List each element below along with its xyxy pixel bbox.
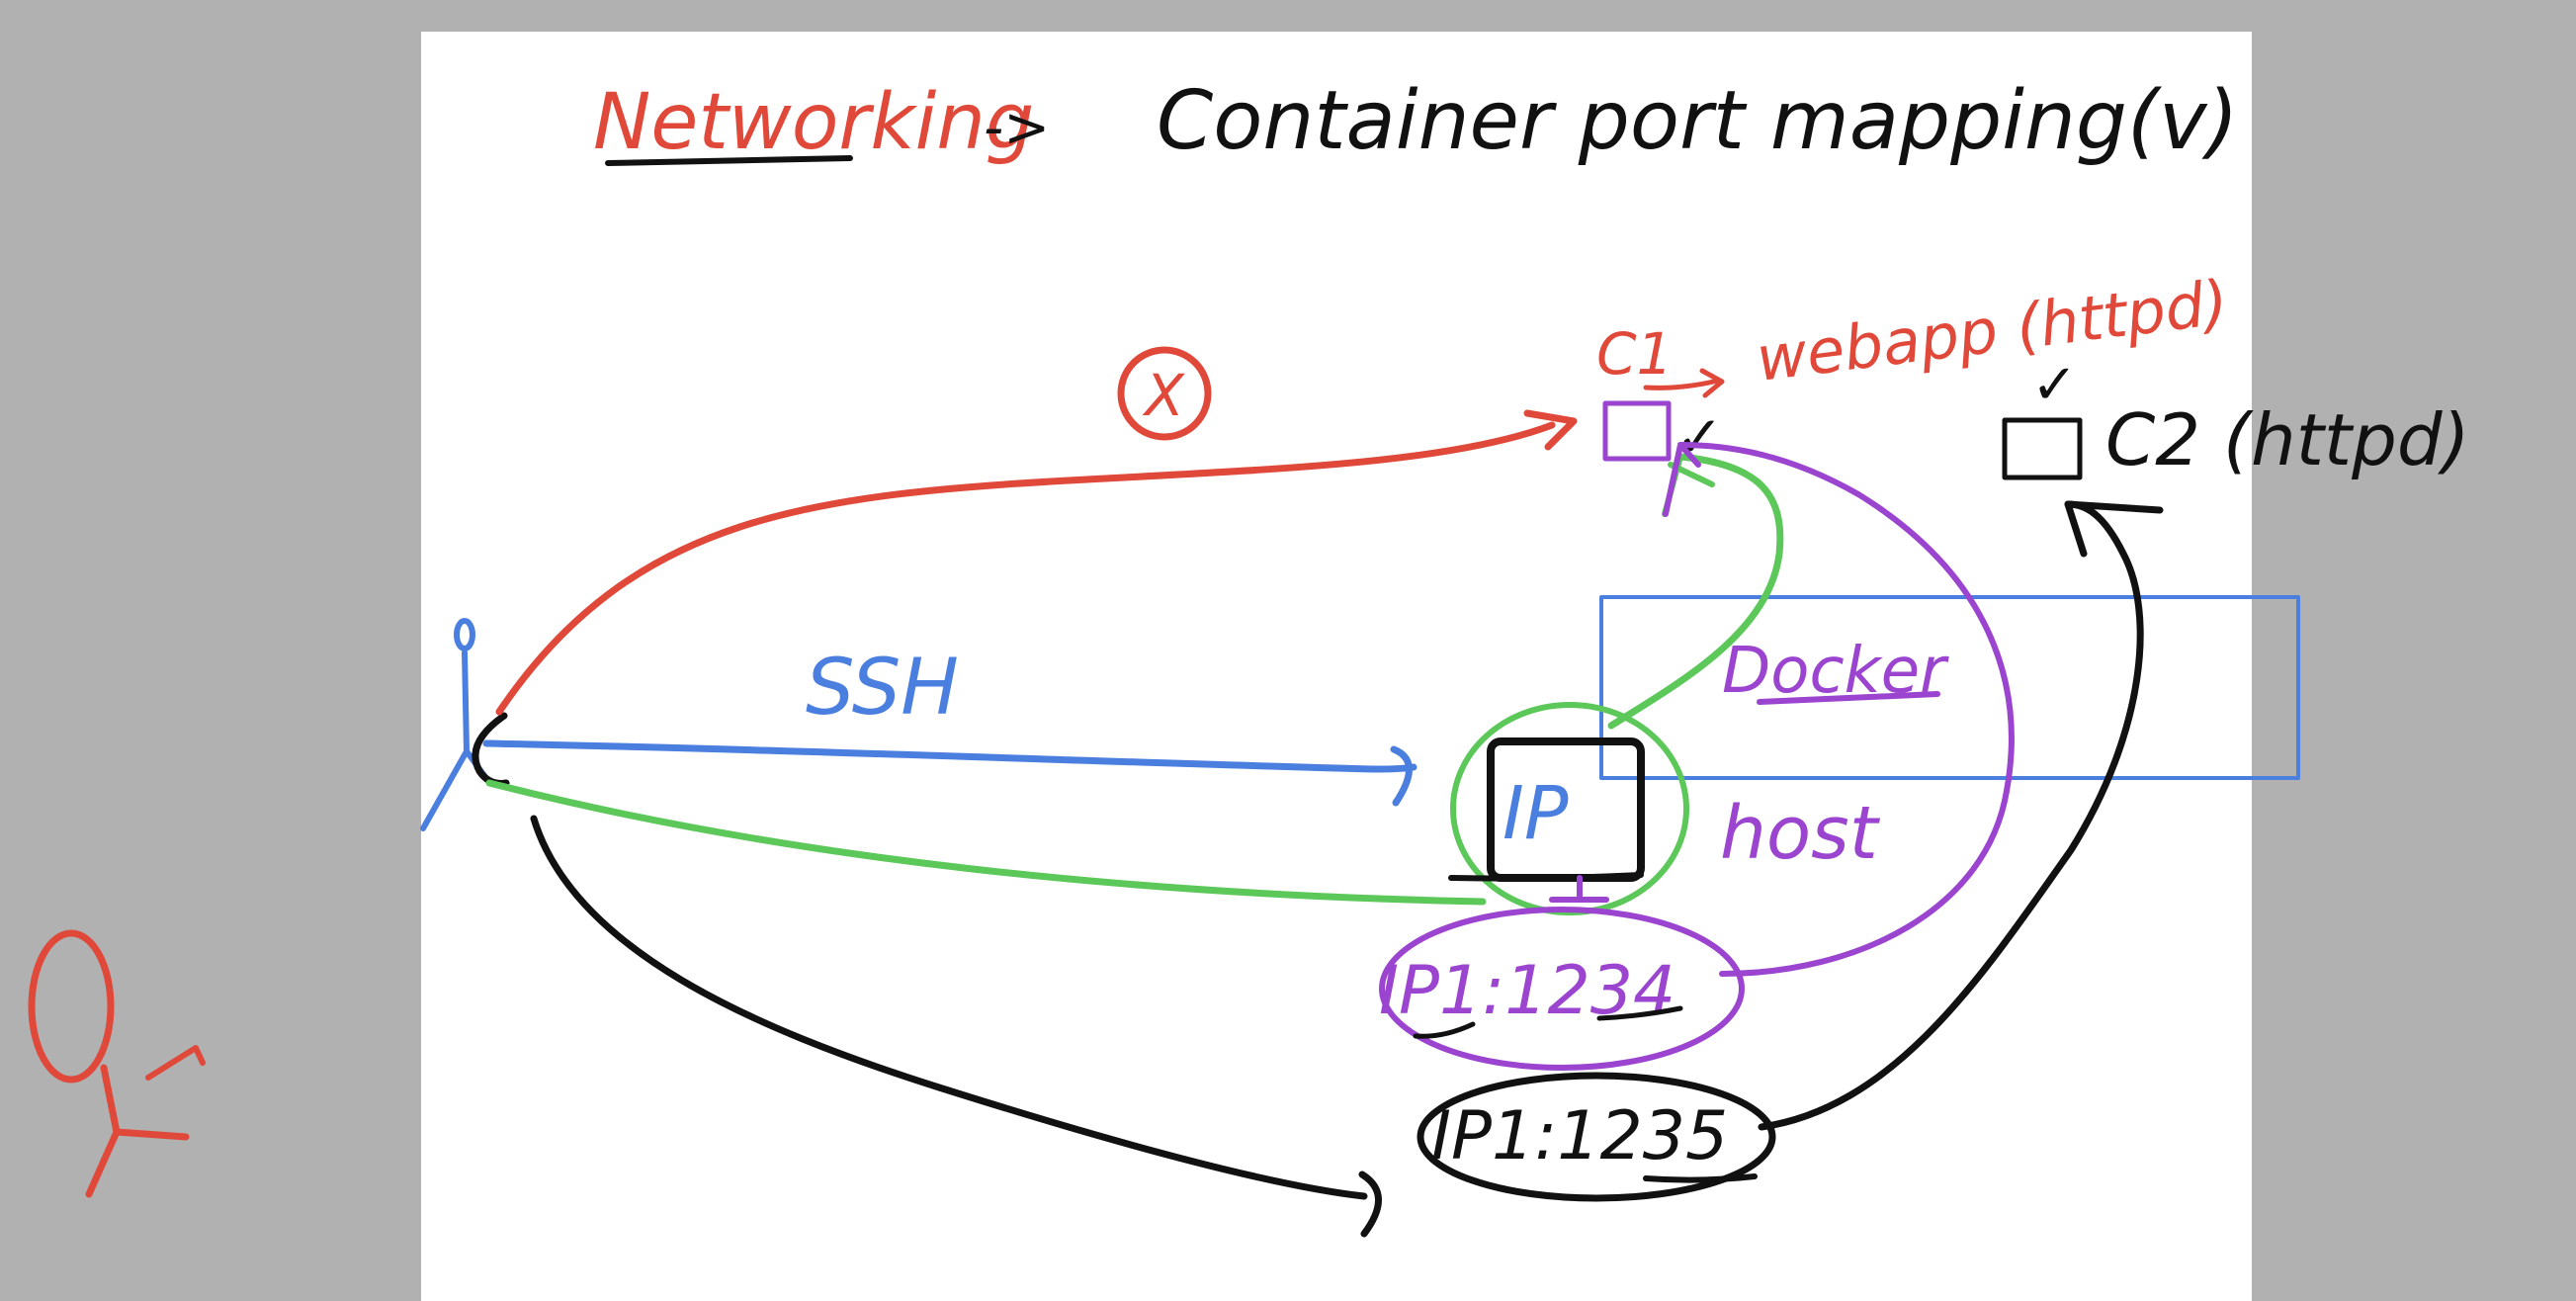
port-1234-ellipse [1379,907,1745,1071]
c1-arrow [1699,368,1725,398]
ssh-arrowhead [1390,745,1413,807]
port-1235-arrowhead [2064,500,2164,558]
side-user-figure [28,929,206,1198]
user-to-port-1235-arrowhead [1358,1171,1382,1238]
port-1235-to-c2-path [1758,500,2144,1131]
port-1235-ellipse [1417,1072,1776,1202]
whiteboard-page [421,32,2252,1301]
port-1234-underline [1596,1005,1683,1021]
host-base-line [1448,872,1644,882]
direct-access-arrowhead [1523,409,1578,451]
docker-underline [1757,691,1940,705]
host-access-path [485,779,1487,906]
host-ip-label: IP [1503,771,1569,856]
title-underline [605,155,853,166]
container-c2: ✓ C2 (httpd) [2002,353,2470,481]
host-label: host [1720,791,1881,876]
title-arrow: -> [984,96,1050,160]
port-1235-label: IP1:1235 [1431,1097,1728,1175]
port-1234-tick [1413,1021,1476,1039]
ssh-label: SSH [806,644,959,733]
blocked-circle [1117,346,1212,441]
port-1234-label: IP1:1234 [1379,952,1675,1030]
docker-box [1599,595,2300,780]
port-1234-arrowhead [1663,442,1701,517]
title-subtitle: Container port mapping(v) [1157,74,2238,168]
container-box-icon [1602,400,1672,462]
c2-label: C2 (httpd) [2105,398,2470,481]
host-to-c1-path [1607,453,1784,730]
user-to-port-1235-path [530,815,1368,1200]
c1-underline [1643,378,1721,390]
blocked-mark: X [1142,362,1185,429]
ssh-arrow [482,739,1417,773]
direct-access-arrow [495,421,1556,716]
c2-check: ✓ [2031,353,2078,417]
port-1235-underline [1643,1173,1758,1183]
person-stick-figure-icon [28,929,206,1198]
port-1234-to-c1-path [1677,442,2015,977]
c1-label: C1 [1596,320,1673,388]
container-box-icon [2002,417,2083,480]
title-topic: Networking [593,78,1034,167]
